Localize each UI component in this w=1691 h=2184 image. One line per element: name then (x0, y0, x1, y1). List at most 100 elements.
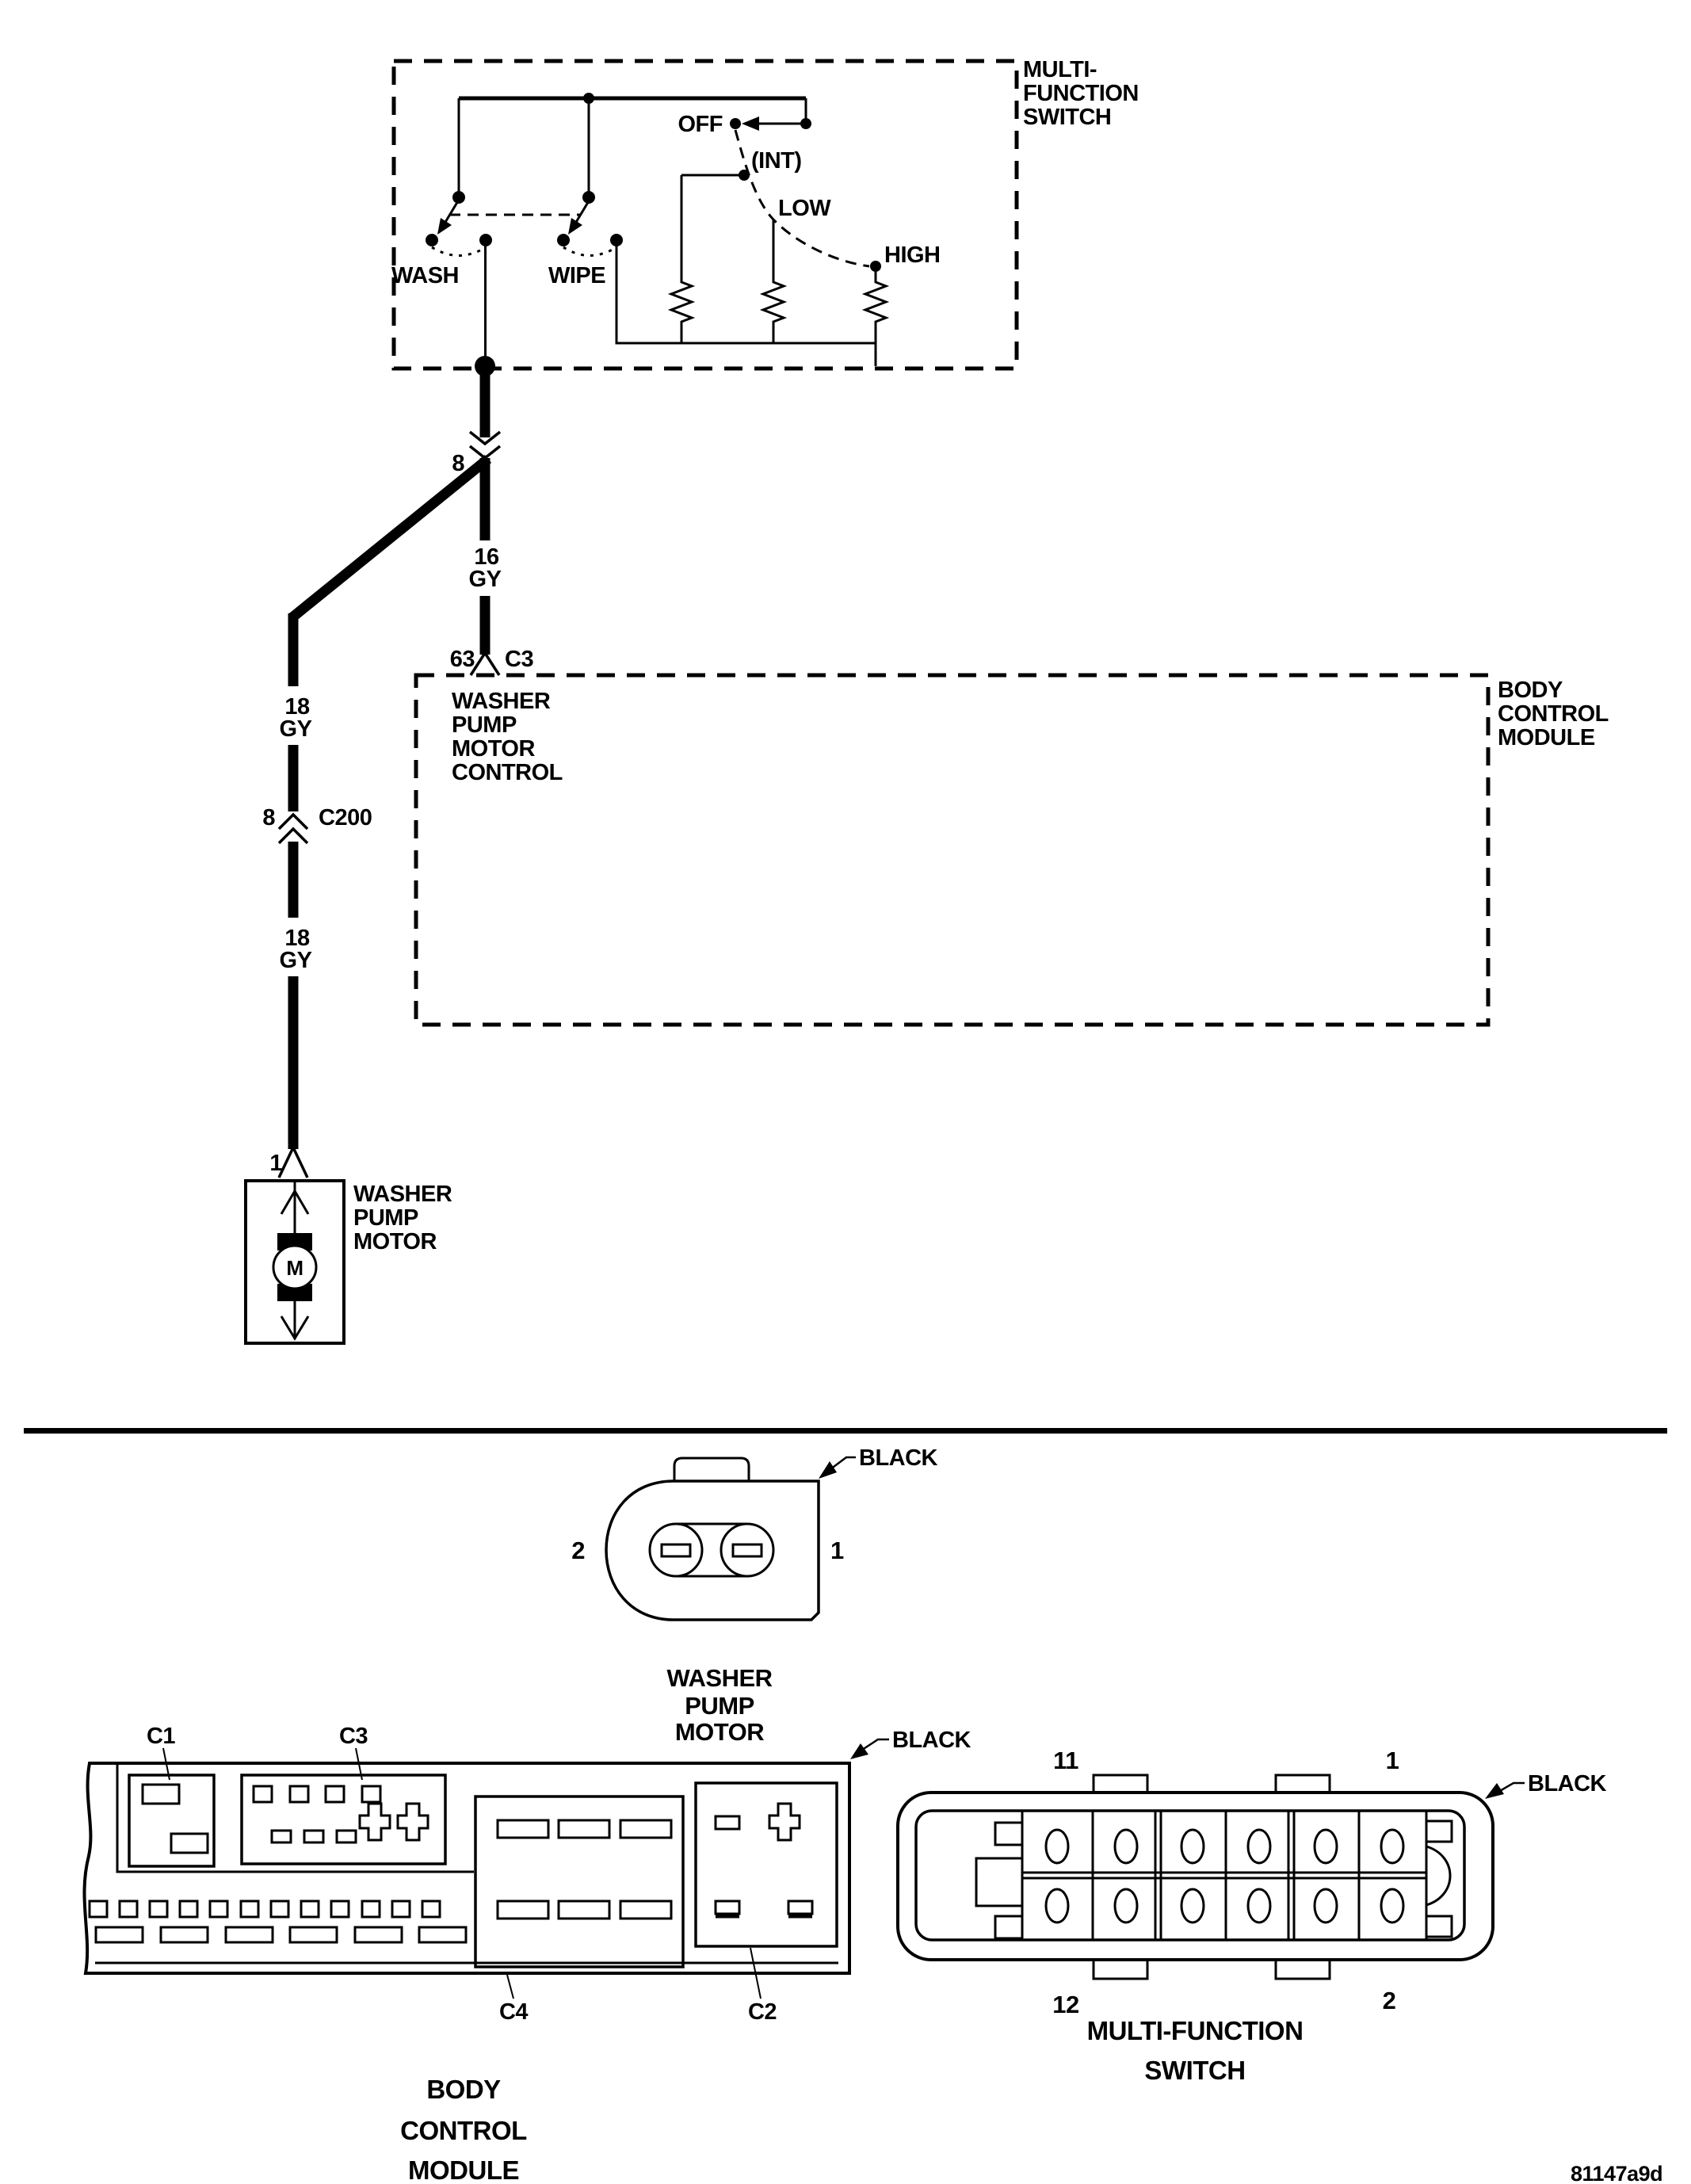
int-resistor-icon (667, 175, 696, 343)
connector-bottom-tab (1092, 1958, 1149, 1980)
c200-chevron-icon (277, 812, 309, 830)
pin-1-label: 1 (1386, 1747, 1399, 1774)
c200-chevron-icon (277, 827, 309, 845)
c4-terminal (619, 1900, 673, 1920)
wash-fixed-contact-dot (479, 234, 492, 246)
terminal-oval (1246, 1888, 1272, 1924)
switch-dashed-border (391, 59, 1019, 371)
black-callout-arrowhead-icon (1485, 1783, 1504, 1799)
bcm-circuit-line2: PUMP (452, 712, 517, 738)
bcm-entry-flare-icon (469, 652, 501, 676)
wipe-fixed-contact-dot (610, 234, 623, 246)
c1-label: C1 (147, 1724, 175, 1749)
c1-terminal (170, 1832, 209, 1854)
terminal-oval (1380, 1828, 1405, 1865)
diagram-id: 81147a9d (1571, 2162, 1662, 2184)
section-divider-rule (24, 1428, 1667, 1434)
wipe-switch-arm (574, 199, 591, 224)
terminal-oval (1380, 1888, 1405, 1924)
terminal-oval (1313, 1828, 1338, 1865)
splice-pin-label: 8 (452, 451, 464, 476)
connector-top-tab (673, 1457, 750, 1481)
motor-label-line2: PUMP (353, 1205, 418, 1231)
c3-terminal (303, 1829, 325, 1844)
c2-leader (750, 1947, 762, 1999)
off-contact-dot (730, 118, 741, 129)
small-terminal (300, 1900, 320, 1919)
connector-caption-line2: PUMP (685, 1692, 754, 1720)
motor-box (244, 1179, 345, 1345)
terminal-grid-dividers (1021, 1811, 1428, 1940)
motor-arrow-up-icon (280, 1189, 310, 1215)
wire-gauge-label: 18 (284, 694, 310, 720)
connector-caption-line3: MOTOR (675, 1718, 764, 1746)
small-terminal (361, 1900, 381, 1919)
pin-2-label: 2 (571, 1537, 585, 1564)
switch-box-label-line1: MULTI- (1023, 57, 1097, 82)
mf-caption-line2: SWITCH (1144, 2056, 1245, 2085)
off-arrowhead-icon (742, 116, 759, 131)
bcm-connector-view: C1 C3 C4 C2 BLACK BODY CONTROL MODULE (82, 1724, 971, 2184)
wire-color-label: GY (280, 716, 312, 742)
small-terminal (118, 1900, 139, 1919)
motor-symbol-letter: M (286, 1256, 303, 1280)
bcm-connector-label: C3 (505, 647, 533, 672)
small-terminal (421, 1900, 441, 1919)
wipe-label: WIPE (548, 263, 605, 288)
wipe-contact-arc (563, 246, 617, 257)
high-label: HIGH (884, 242, 941, 268)
motor-brush-block (277, 1284, 312, 1301)
washer-pump-motor-schematic: M WASHER PUMP MOTOR (244, 1179, 452, 1345)
wide-terminal (418, 1926, 468, 1944)
c2-terminal (787, 1900, 814, 1915)
pin-2-label: 2 (1383, 1987, 1396, 2014)
wash-pivot-dot (452, 191, 465, 204)
pin-12-label: 12 (1052, 1991, 1078, 2018)
connector-color-label: BLACK (892, 1728, 971, 1753)
c3-leader (355, 1747, 363, 1781)
c200-connector-label: C200 (319, 805, 372, 830)
wire-color-label: GY (469, 567, 502, 592)
c2-terminal (714, 1815, 741, 1831)
pin-1-label: 1 (830, 1537, 844, 1564)
switch-box-label-line3: SWITCH (1023, 105, 1111, 130)
c3-terminal (335, 1829, 357, 1844)
terminal-cavity (720, 1522, 775, 1578)
c4-terminal (557, 1900, 611, 1920)
terminal-oval (1180, 1888, 1205, 1924)
bcm-caption-line2: CONTROL (400, 2116, 527, 2145)
off-line-dot (800, 118, 811, 129)
wire-color-label: GY (280, 948, 312, 973)
motor-label-line1: WASHER (353, 1182, 452, 1207)
bcm-box-label-line1: BODY (1498, 678, 1563, 703)
mf-connector-inner-outline (914, 1809, 1466, 1942)
motor-brush-block (277, 1233, 312, 1250)
wide-terminal (159, 1926, 209, 1944)
c3-label: C3 (339, 1724, 368, 1749)
black-callout-arrowhead-icon (850, 1743, 868, 1759)
small-terminal (88, 1900, 109, 1919)
small-terminal (330, 1900, 350, 1919)
keying-notch (1425, 1819, 1453, 1843)
c3-cross-terminal-icon (358, 1802, 391, 1842)
wipe-pivot-dot (582, 191, 595, 204)
high-resistor-icon (861, 266, 890, 366)
c4-label: C4 (499, 1999, 528, 2025)
terminal-cavity (648, 1522, 704, 1578)
terminal-grid-midline (1022, 1871, 1426, 1880)
washer-pump-motor-connector-view: 2 1 BLACK WASHER PUMP MOTOR (571, 1445, 938, 1746)
connector-top-tab (1274, 1774, 1331, 1794)
c4-leader (506, 1974, 514, 1999)
terminal-oval (1246, 1828, 1272, 1865)
wire-gauge-label: 18 (284, 926, 310, 951)
off-label: OFF (678, 112, 723, 137)
splice-chevron-icon (468, 430, 502, 446)
resistor-return-bus (615, 246, 876, 345)
connector-bottom-tab (1274, 1958, 1331, 1980)
bcm-shelf-outline (116, 1764, 474, 1873)
bcm-caption-line1: BODY (426, 2075, 501, 2104)
terminal-ovals-row1 (1044, 1828, 1405, 1865)
c1-cavity-box (128, 1774, 216, 1868)
c4-terminal (496, 1819, 550, 1839)
